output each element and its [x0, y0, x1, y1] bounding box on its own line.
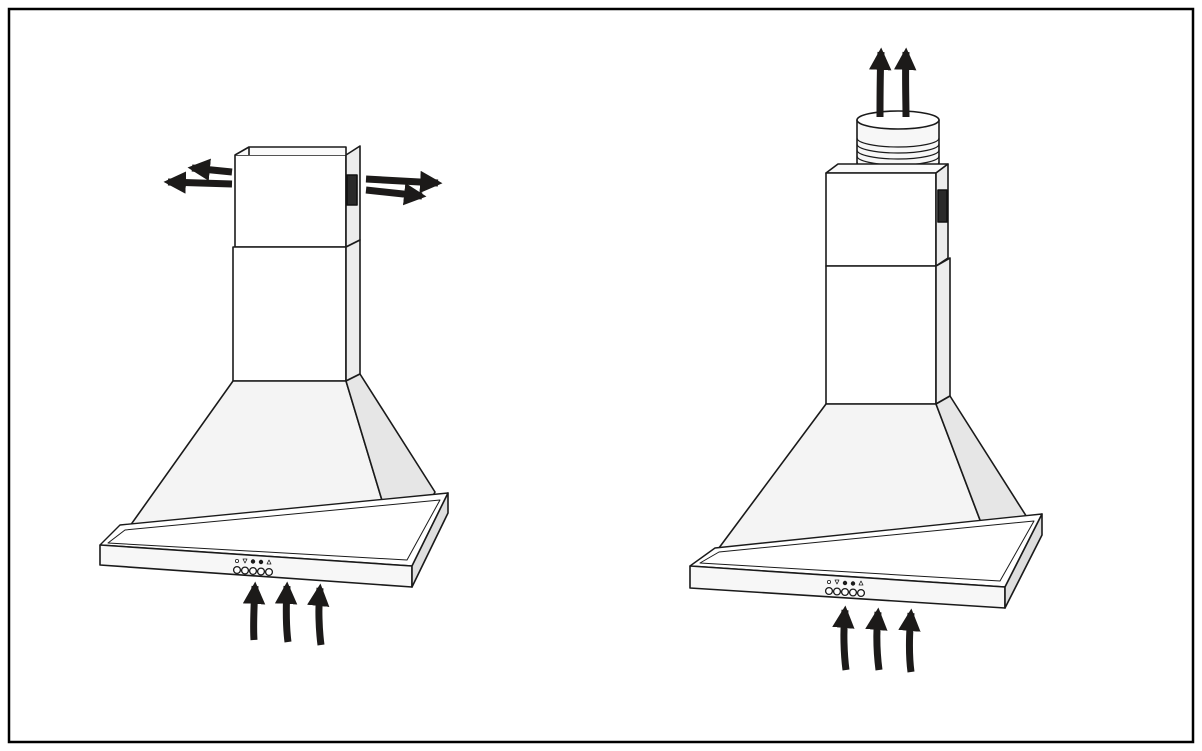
control-knob — [240, 566, 250, 575]
fan-mid-icon — [250, 559, 256, 564]
intake-arrow — [307, 583, 330, 646]
intake-arrow — [898, 608, 921, 673]
intake-arrow — [274, 581, 298, 643]
airflow-arrows-right — [832, 47, 921, 673]
upper-chimney — [825, 163, 949, 267]
warning-icon — [266, 559, 272, 565]
light-icon — [234, 559, 239, 564]
control-panel — [824, 579, 866, 598]
exhaust-arrow — [163, 171, 233, 194]
fan-low-icon — [834, 579, 840, 585]
control-knob — [848, 588, 858, 597]
intake-arrow — [865, 607, 888, 671]
vent-grille — [937, 189, 948, 223]
exhaust-arrow — [365, 182, 427, 206]
control-knob — [256, 567, 266, 576]
control-knob — [856, 588, 866, 598]
lower-chimney — [232, 239, 361, 382]
intake-arrow — [832, 605, 855, 671]
control-knob — [264, 567, 274, 577]
control-knob — [232, 565, 242, 575]
control-knob — [824, 586, 834, 596]
hood-extraction — [689, 110, 1043, 609]
upper-chimney — [234, 145, 361, 248]
fan-mid-icon — [842, 580, 848, 586]
control-knob — [248, 566, 258, 576]
lower-chimney — [825, 257, 951, 405]
control-knob — [832, 587, 842, 596]
warning-icon — [858, 580, 864, 586]
fan-high-icon — [850, 581, 856, 586]
control-panel — [232, 558, 274, 577]
exhaust-arrow — [869, 47, 892, 118]
fan-low-icon — [242, 558, 248, 564]
fan-high-icon — [258, 559, 264, 565]
airflow-arrows-left — [163, 158, 443, 646]
intake-arrow — [242, 581, 266, 641]
vent-grille — [346, 174, 358, 206]
hood-recirculation — [99, 145, 449, 588]
exhaust-arrow — [187, 158, 233, 181]
exhaust-arrow — [365, 170, 443, 194]
figure-border — [7, 7, 1195, 744]
base-rim — [99, 492, 449, 588]
control-knob — [840, 587, 850, 597]
light-icon — [827, 580, 832, 585]
base-rim — [689, 513, 1043, 609]
